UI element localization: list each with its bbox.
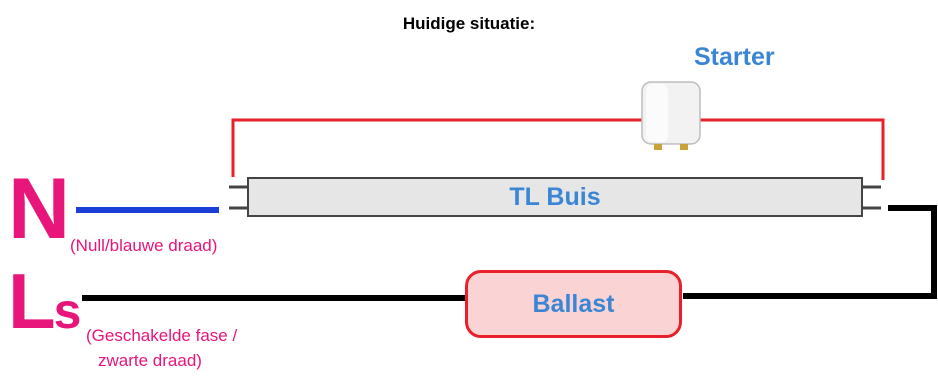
neutral-note: (Null/blauwe draad) [70,236,218,255]
neutral-letter: N [8,161,71,257]
ballast-label: Ballast [532,289,615,318]
fluorescent-tube: TL Buis [247,177,863,217]
switched-phase-letter-main: L [8,257,56,345]
starter-label: Starter [694,43,775,71]
switched-phase-letter-sub: s [53,283,82,339]
switched-phase-note-line2: zwarte draad) [98,351,202,370]
tube-label: TL Buis [509,182,601,211]
starter-wire-right [700,118,885,180]
switched-phase-note-line1: (Geschakelde fase / [86,326,238,345]
diagram-title: Huidige situatie: [402,14,536,33]
ballast-box: Ballast [465,270,682,338]
starter-wire-left [231,118,642,177]
return-wire [683,205,937,299]
starter-icon [641,81,701,150]
switched-phase-letter: Ls [8,262,82,350]
